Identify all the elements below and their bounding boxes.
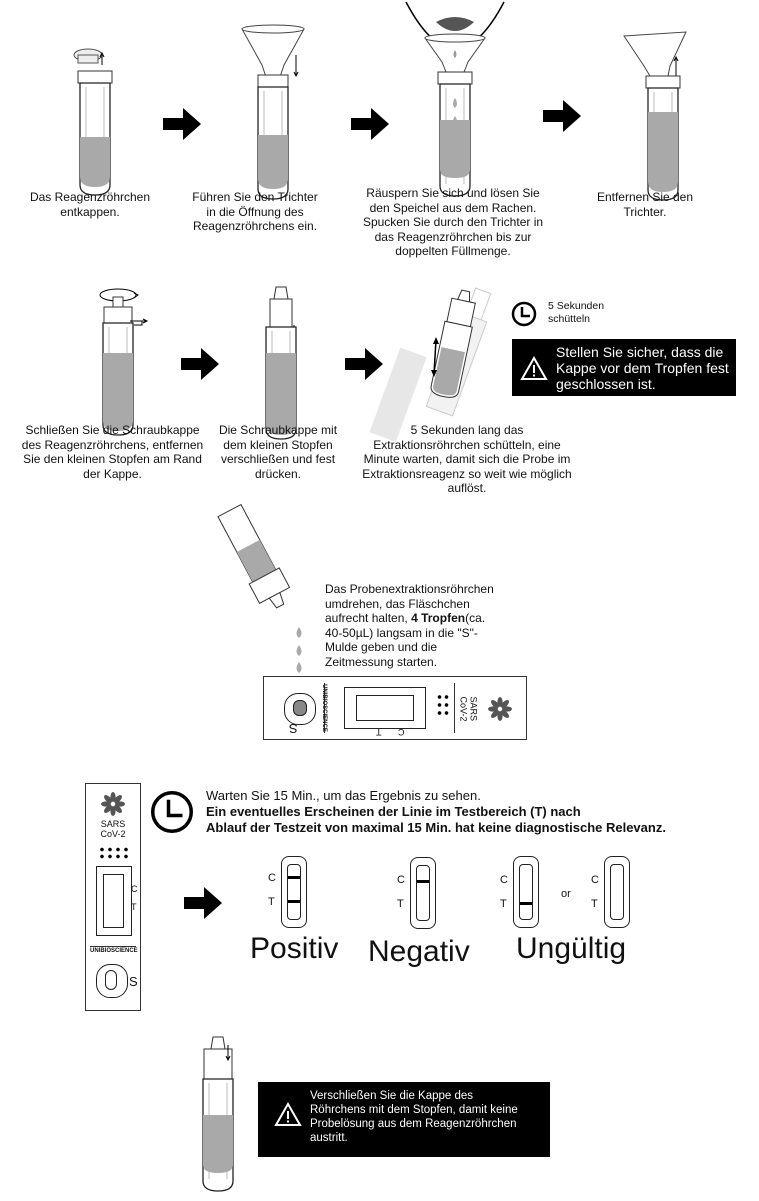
drop-step-text-bold: 4 Tropfen [411, 611, 466, 625]
warning-text-2: Verschließen Sie die Kappe des Röhrchens… [310, 1090, 518, 1144]
clock-icon [151, 791, 193, 833]
timer-label: 5 Sekunden schütteln [548, 300, 605, 325]
drop-step-text-a: Das Probenextraktionsröhrchen umdrehen, … [325, 582, 494, 625]
cassette-v-c-label: C [131, 884, 138, 894]
result-note-line1: Ein eventuelles Erscheinen der Linie im … [206, 804, 581, 819]
warning-icon [275, 1103, 301, 1126]
result-positive-label: Positiv [250, 932, 339, 965]
result-wait-text: Warten Sie 15 Min., um das Ergebnis zu s… [206, 788, 481, 803]
stopper-close-illustration [265, 286, 297, 440]
step6-caption: Die Schraubkappe mit dem kleinen Stopfen… [218, 423, 338, 481]
cassette-product-1: SARS [468, 696, 479, 722]
result-invalid-label: Ungültig [516, 932, 627, 965]
step5-caption: Schließen Sie die Schraubkappe des Reage… [21, 423, 204, 481]
arrow-right-icon [163, 108, 201, 140]
cassette-v-t-label: T [131, 902, 137, 912]
arrow-right-icon [181, 348, 219, 380]
result-note-line2: Ablauf der Testzeit von maximal 15 Min. … [206, 820, 666, 835]
negative-c-label: C [397, 874, 405, 886]
spitting-illustration [405, 1, 505, 197]
drop-step-text-b: (ca. 40-50µL) langsam in die "S"-Mulde g… [325, 611, 486, 669]
step3-caption: Räuspern Sie sich und lösen Sie den Spei… [362, 186, 544, 258]
strip-positive [281, 856, 307, 928]
cassette-v-s-label: S [129, 974, 138, 989]
warning-box-1: Stellen Sie sicher, dass die Kappe vor d… [512, 339, 736, 396]
invalid1-c-label: C [500, 874, 508, 886]
or-label: or [561, 888, 571, 900]
invalid1-t-label: T [500, 898, 507, 910]
cassette-v-product-2: CoV-2 [100, 829, 126, 839]
arrow-right-icon [184, 887, 222, 919]
closed-tube-illustration [202, 1036, 234, 1192]
positive-c-label: C [268, 872, 276, 884]
cassette-brand: UNIBIOSCIENCE [320, 684, 327, 732]
step2-caption: Führen Sie den Trichter in die Öffnung d… [192, 190, 318, 233]
screw-cap-illustration [99, 288, 149, 436]
shake-tube-illustration [369, 287, 492, 442]
cassette-product-2: CoV-2 [458, 696, 469, 722]
step7-caption: 5 Sekunden lang das Extraktionsröhrchen … [362, 423, 572, 495]
tube-uncapped-illustration [73, 48, 113, 196]
cassette-v-product-1: SARS [100, 819, 126, 829]
strip-invalid-2 [604, 856, 630, 928]
result-negative-label: Negativ [368, 935, 470, 968]
dropper-tube-illustration [217, 503, 302, 673]
clock-icon [511, 301, 537, 327]
arrow-right-icon [345, 348, 383, 380]
strip-invalid-1 [513, 856, 539, 928]
strip-negative [410, 857, 436, 929]
funnel-insert-illustration [241, 24, 305, 200]
negative-t-label: T [397, 898, 404, 910]
warning-icon [521, 357, 547, 380]
funnel-remove-illustration [623, 31, 687, 201]
warning-box-2: Verschließen Sie die Kappe des Röhrchens… [258, 1082, 550, 1157]
drop-step-text: Das Probenextraktionsröhrchen umdrehen, … [325, 582, 505, 669]
step1-caption: Das Reagenzröhrchen entkappen. [29, 190, 151, 219]
positive-t-label: T [268, 896, 275, 908]
invalid2-t-label: T [591, 898, 598, 910]
step4-caption: Entfernen Sie den Trichter. [596, 190, 694, 219]
cassette-c-label: C [398, 727, 405, 737]
arrow-right-icon [543, 100, 581, 132]
arrow-right-icon [351, 108, 389, 140]
flower-logo-icon [488, 697, 512, 721]
cassette-v-brand: UNIBIOSCIENCE [90, 948, 138, 954]
cassette-t-label: T [376, 727, 382, 737]
warning-text-1: Stellen Sie sicher, dass die Kappe vor d… [556, 344, 729, 392]
flower-logo-icon [101, 792, 125, 816]
cassette-s-label: S [289, 721, 298, 736]
invalid2-c-label: C [591, 874, 599, 886]
